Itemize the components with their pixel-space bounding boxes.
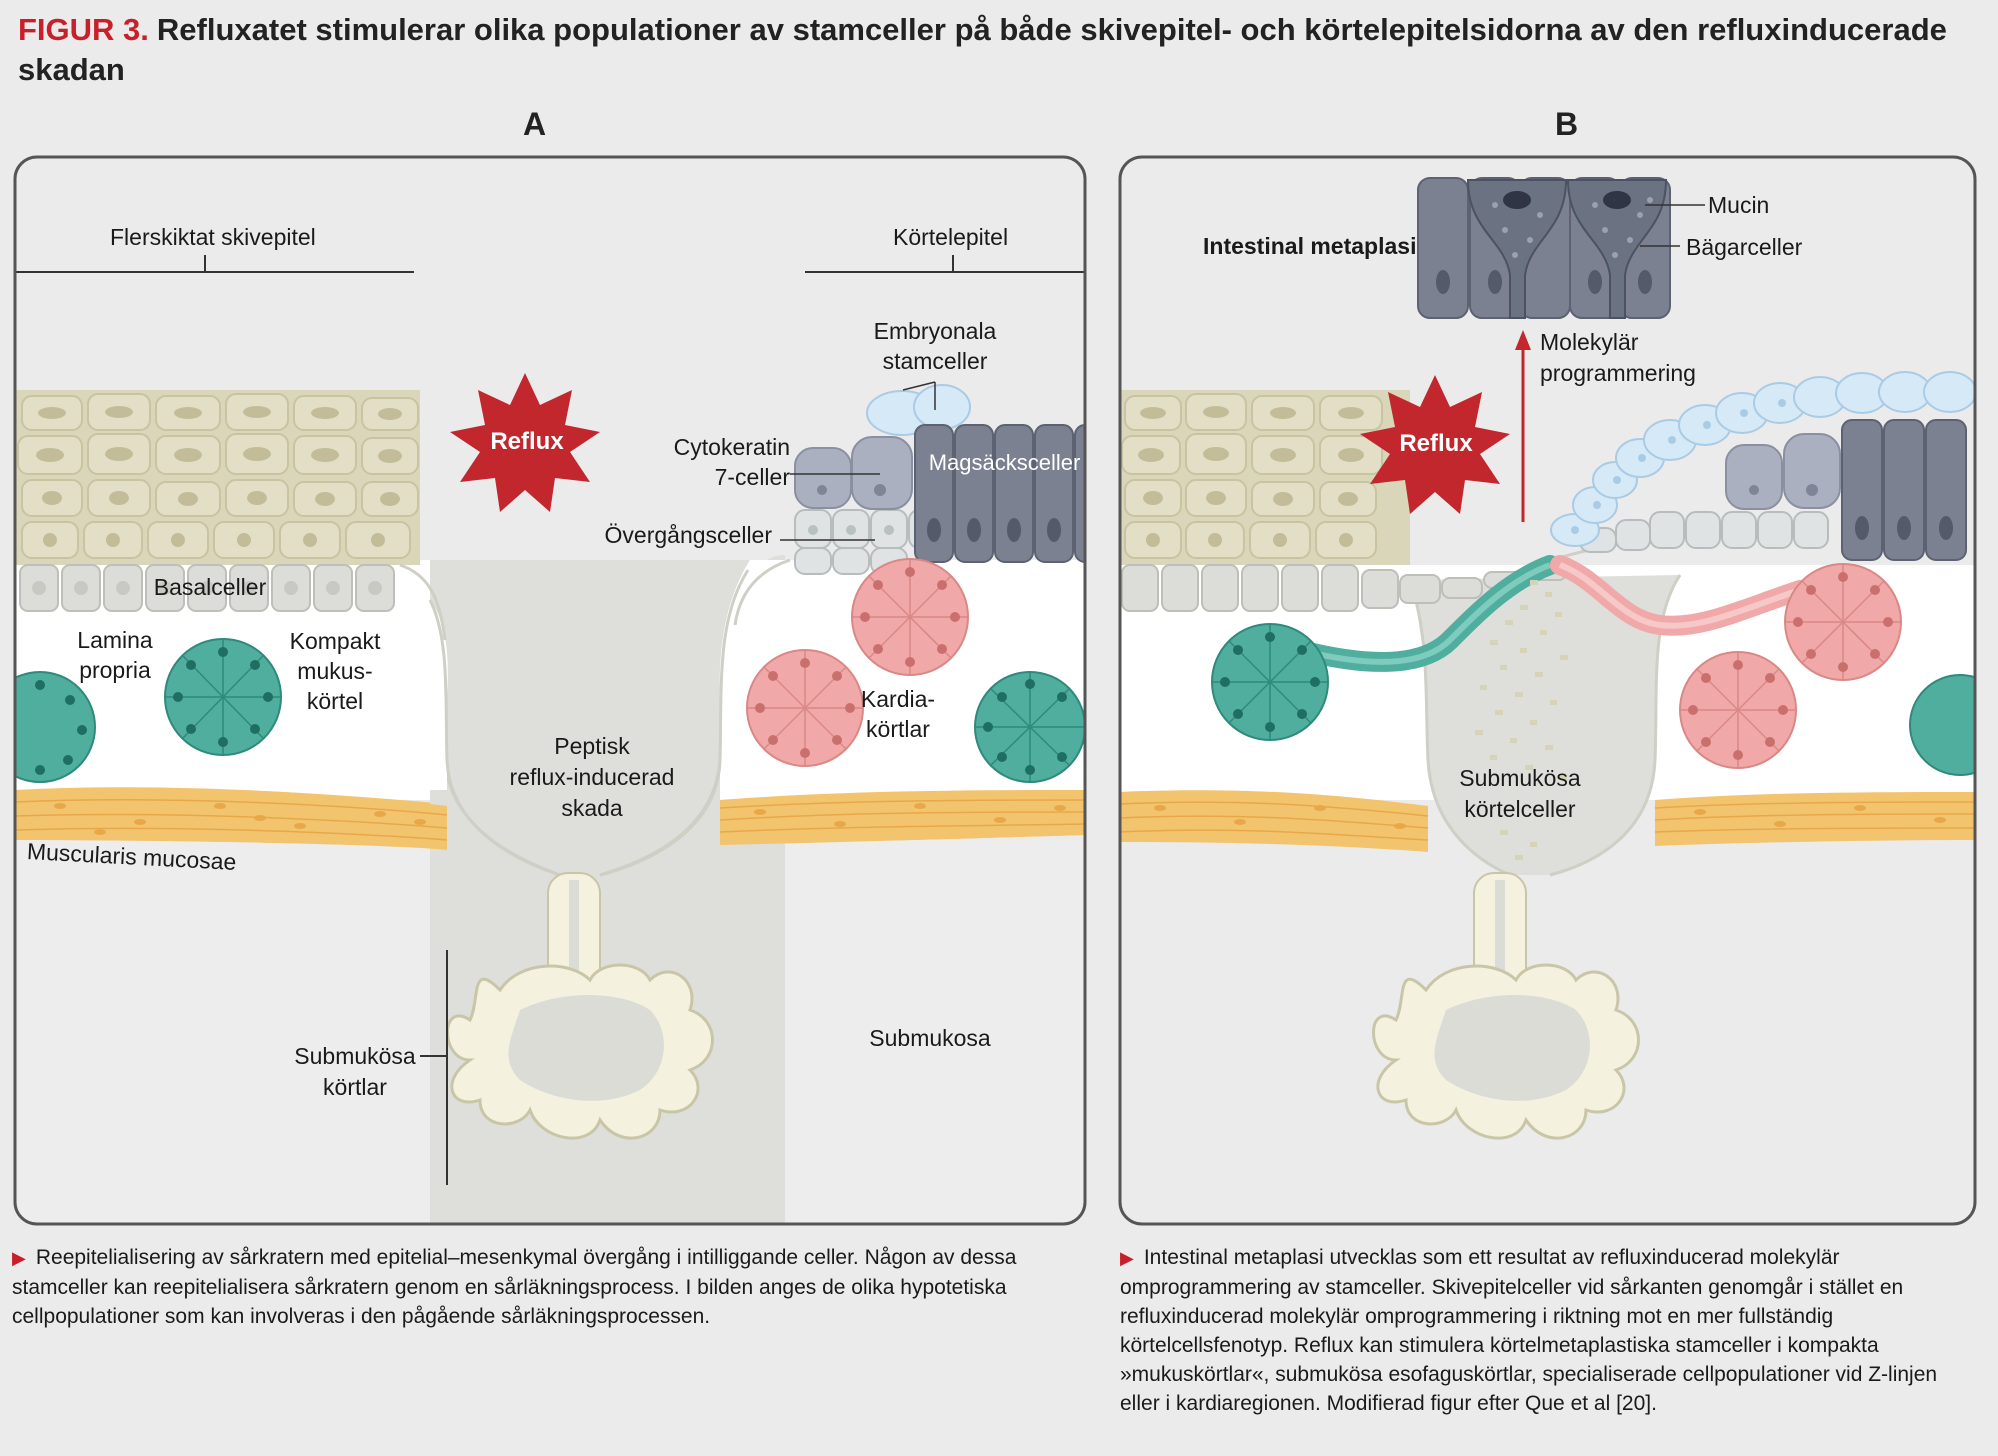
caption-b: ▶Intestinal metaplasi utvecklas som ett … (1120, 1243, 1980, 1418)
compact-mucus-gland (164, 638, 282, 756)
label-compact-3: körtel (306, 688, 364, 714)
label-reflux-b: Reflux (1399, 430, 1473, 457)
label-submucosal-2: körtlar (323, 1074, 387, 1100)
teal-gland-right (974, 671, 1085, 783)
reflux-burst-b (1360, 375, 1510, 514)
label-injury-3: skada (561, 795, 623, 821)
label-submucosal-cells-1: Submukösa (1459, 765, 1581, 791)
label-gastric: Magsäcksceller (928, 450, 1081, 475)
label-injury-1: Peptisk (554, 733, 630, 759)
label-molecular-2: programmering (1540, 360, 1696, 386)
squamous-epithelium (15, 390, 420, 612)
label-molecular-1: Molekylär (1540, 329, 1639, 355)
label-cardia-1: Kardia- (860, 686, 936, 712)
label-intestinal: Intestinal metaplasi (1203, 233, 1417, 259)
panel-a-letter: A (523, 106, 547, 142)
label-reflux-a: Reflux (490, 428, 564, 455)
glandular-epithelium-b (1550, 371, 1975, 562)
label-glandular: Körtelepitel (893, 224, 1009, 250)
panel-a (15, 157, 1085, 1224)
caption-b-bullet-icon: ▶ (1120, 1248, 1134, 1268)
label-ck7-2: 7-celler (714, 464, 790, 490)
label-lamina-1: Lamina (77, 627, 153, 653)
label-goblet: Bägarceller (1686, 234, 1803, 260)
label-compact-2: mukus- (297, 658, 373, 684)
intestinal-metaplasia-cells (1417, 177, 1671, 319)
submucosal-gland-a (446, 872, 714, 1140)
scattered-cells (1475, 580, 1568, 860)
label-ck7-1: Cytokeratin (673, 434, 790, 460)
label-squamous: Flerskiktat skivepitel (110, 224, 316, 250)
glandular-epithelium (733, 384, 1085, 626)
reflux-burst-a (450, 373, 600, 512)
panel-a-frame (13, 155, 1087, 1226)
label-basal: Basalceller (153, 574, 267, 600)
figure-title-text: Refluxatet stimulerar olika populationer… (18, 12, 1947, 87)
squamous-epithelium-b (1120, 390, 1567, 612)
caption-b-text: Intestinal metaplasi utvecklas som ett r… (1120, 1246, 1938, 1415)
label-submucosal-1: Submukösa (294, 1043, 416, 1069)
cardia-gland-b (1550, 555, 1902, 769)
panel-b-frame (1118, 155, 1977, 1226)
caption-a-text: Reepitelialisering av sårkratern med epi… (12, 1246, 1017, 1328)
figure-title: FIGUR 3.Refluxatet stimulerar olika popu… (18, 10, 1978, 90)
caption-a-bullet-icon: ▶ (12, 1248, 26, 1268)
panel-b (1120, 157, 1975, 1224)
label-mucin: Mucin (1708, 192, 1770, 218)
label-lamina-2: propria (79, 657, 151, 683)
label-compact-1: Kompakt (289, 628, 381, 654)
label-transitional: Övergångsceller (604, 522, 772, 548)
submucosal-gland-b (1372, 872, 1640, 1140)
figure-number: FIGUR 3. (18, 12, 149, 47)
label-submucosal-cells-2: körtelceller (1464, 796, 1576, 822)
teal-gland-left (15, 671, 96, 783)
label-embryonic-1: Embryonala (873, 318, 997, 344)
label-embryonic-2: stamceller (882, 348, 988, 374)
panel-b-letter: B (1555, 106, 1579, 142)
cardia-gland-lower (746, 649, 864, 767)
label-injury-2: reflux-inducerad (509, 764, 675, 790)
caption-a: ▶Reepitelialisering av sårkratern med ep… (12, 1243, 1087, 1331)
label-cardia-2: körtlar (866, 716, 930, 742)
cardia-gland-upper (851, 558, 969, 676)
label-submucosa: Submukosa (869, 1025, 991, 1051)
teal-gland-b (1211, 555, 1975, 776)
